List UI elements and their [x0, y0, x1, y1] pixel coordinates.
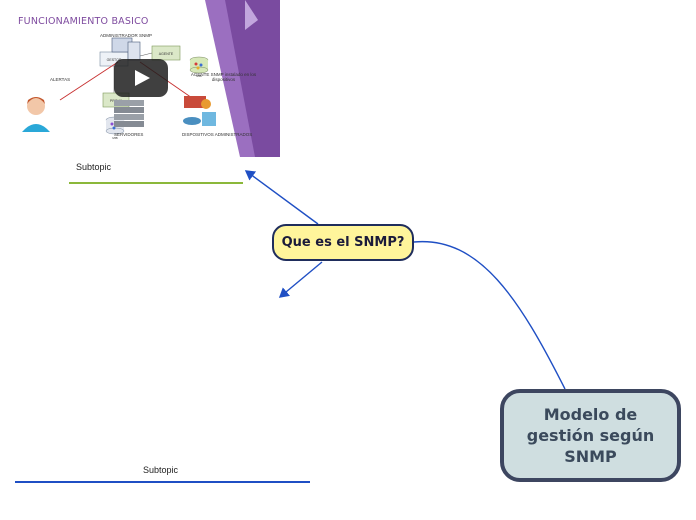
agente-label: AGENTE: [159, 52, 174, 56]
subtopic-2-label[interactable]: Subtopic: [143, 465, 179, 475]
central-topic-label: Que es el SNMP?: [281, 235, 405, 250]
main-topic-label: Modelo de gestión según SNMP: [526, 405, 655, 466]
subtopic-1-label[interactable]: Subtopic: [76, 162, 112, 172]
alertas-label: ALERTAS: [50, 77, 71, 82]
connector-to-subtopic-1: [244, 170, 319, 225]
video-thumbnail[interactable]: FUNCIONAMIENTO BASICO ADMINISTRADOR SNMP…: [0, 0, 280, 157]
dispositivos-label: DISPOSITIVOS ADMINISTRADOS: [182, 132, 253, 137]
main-topic[interactable]: Modelo de gestión según SNMP: [500, 389, 681, 482]
agente-snmp-label: AGENTE SNMP instalado en los dispositivo…: [190, 72, 257, 82]
svg-text:MIB: MIB: [112, 136, 117, 140]
admin-label: ADMINISTRADOR SNMP: [100, 33, 153, 38]
svg-text:MIB: MIB: [196, 74, 201, 78]
subtopic-2-underline: [15, 481, 310, 483]
servidores-label: SERVIDORES: [114, 132, 144, 137]
play-icon[interactable]: [114, 59, 168, 97]
connector-to-main-topic: [413, 240, 566, 390]
connector-to-subtopic-2: [278, 261, 323, 298]
subtopic-1-underline: [69, 182, 243, 184]
video-background: [22, 0, 280, 157]
central-topic[interactable]: Que es el SNMP?: [272, 224, 414, 261]
gestor-label: GESTOR: [107, 58, 122, 62]
video-title: FUNCIONAMIENTO BASICO: [18, 16, 149, 27]
